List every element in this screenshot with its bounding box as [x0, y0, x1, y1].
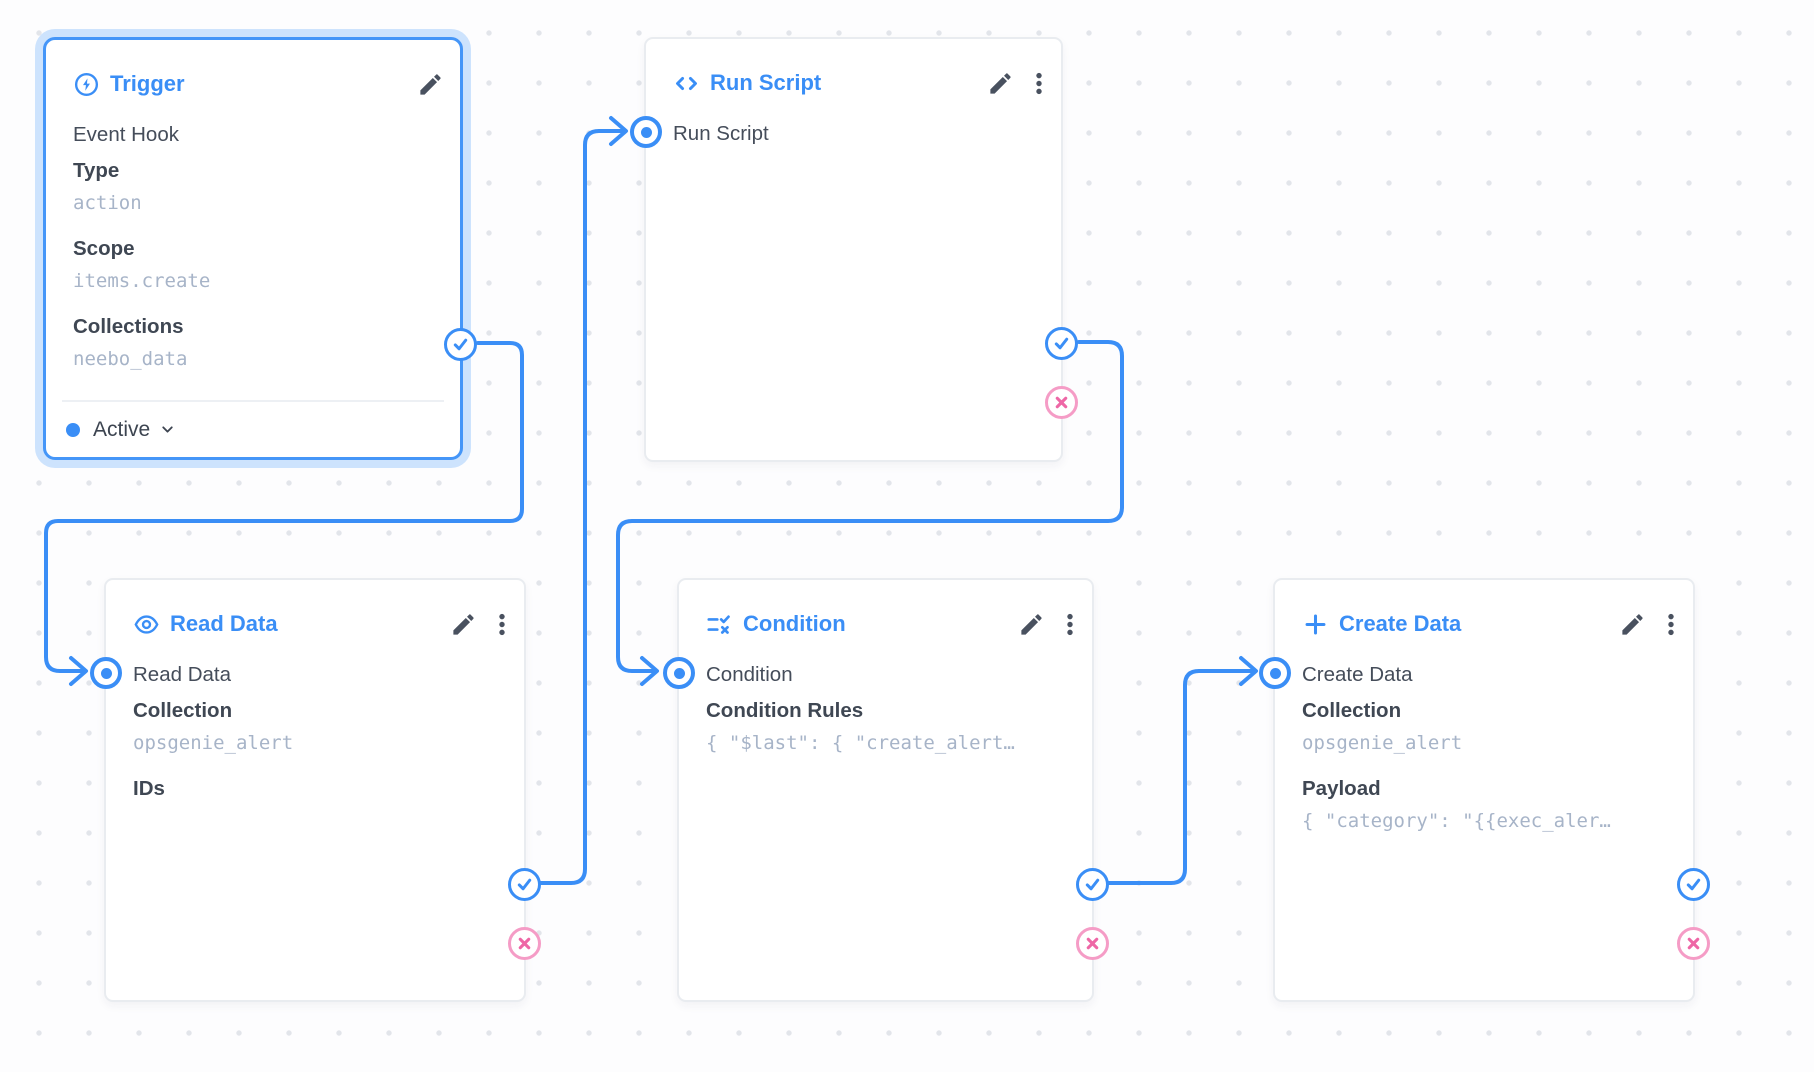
- node-create-data[interactable]: Create Data Create Data Collection opsge…: [1259, 578, 1710, 1002]
- wire-arrowhead: [69, 656, 88, 686]
- field-label: Collection: [133, 699, 233, 722]
- wire-read-data-to-run-script: [537, 129, 626, 885]
- reject-port[interactable]: [1045, 386, 1078, 419]
- reject-port[interactable]: [1677, 927, 1710, 960]
- x-icon: [518, 937, 531, 950]
- edit-icon[interactable]: [1018, 611, 1045, 638]
- field-label: IDs: [133, 777, 165, 800]
- node-run-script[interactable]: Run Script Run Script: [630, 37, 1078, 462]
- wire-arrowhead: [609, 116, 628, 146]
- resolve-port[interactable]: [444, 328, 477, 361]
- reject-port[interactable]: [1076, 927, 1109, 960]
- field-label: Collection: [1302, 699, 1402, 722]
- resolve-port[interactable]: [1045, 327, 1078, 360]
- field-label: Scope: [73, 237, 135, 260]
- kebab-menu-icon[interactable]: [496, 611, 508, 638]
- field-value: neebo_data: [73, 348, 188, 370]
- input-port[interactable]: [663, 657, 695, 689]
- trigger-type-value: Event Hook: [73, 123, 179, 146]
- wire-arrowhead: [1239, 656, 1258, 686]
- resolve-port[interactable]: [1677, 868, 1710, 901]
- input-port[interactable]: [1259, 657, 1291, 689]
- field-label: Type: [73, 159, 120, 182]
- field-label: Payload: [1302, 777, 1381, 800]
- check-icon: [517, 878, 532, 891]
- edit-icon[interactable]: [1619, 611, 1646, 638]
- input-label: Condition: [706, 663, 793, 686]
- node-header: Run Script: [673, 67, 1045, 99]
- resolve-port[interactable]: [508, 868, 541, 901]
- code-icon: [673, 70, 700, 97]
- edit-icon[interactable]: [450, 611, 477, 638]
- field-label: Collections: [73, 315, 184, 338]
- reject-port[interactable]: [508, 927, 541, 960]
- check-icon: [453, 338, 468, 351]
- node-trigger[interactable]: Trigger Event Hook Type action Scope ite…: [43, 37, 477, 460]
- wire-trigger-to-read-data: [44, 341, 524, 673]
- field-value: action: [73, 192, 142, 214]
- input-label: Create Data: [1302, 663, 1413, 686]
- x-icon: [1055, 396, 1068, 409]
- bolt-circle-icon: [73, 71, 100, 98]
- node-title: Run Script: [710, 70, 822, 95]
- x-icon: [1687, 937, 1700, 950]
- status-dot: [66, 422, 80, 437]
- flow-status-toggle[interactable]: Active: [62, 400, 444, 457]
- edit-icon[interactable]: [417, 71, 444, 98]
- check-icon: [1085, 878, 1100, 891]
- wire-run-script-to-condition: [616, 340, 1124, 673]
- wire-condition-to-create-data: [1107, 669, 1256, 885]
- input-port[interactable]: [90, 657, 122, 689]
- node-read-data[interactable]: Read Data Read Data Collection opsgenie_…: [90, 578, 541, 1002]
- kebab-menu-icon[interactable]: [1665, 611, 1677, 638]
- kebab-menu-icon[interactable]: [1033, 70, 1045, 97]
- node-title: Trigger: [110, 71, 185, 96]
- field-value: { "$last": { "create_alert…: [706, 732, 1015, 754]
- node-condition[interactable]: Condition Condition Condition Rules { "$…: [663, 578, 1109, 1002]
- node-header: Trigger: [73, 68, 444, 100]
- node-header: Condition: [706, 608, 1076, 640]
- status-label: Active: [93, 417, 151, 441]
- node-header: Create Data: [1302, 608, 1677, 640]
- check-icon: [1686, 878, 1701, 891]
- input-label: Read Data: [133, 663, 232, 686]
- chevron-down-icon: [162, 426, 173, 433]
- node-title: Condition: [743, 611, 846, 636]
- resolve-port[interactable]: [1076, 868, 1109, 901]
- field-value: opsgenie_alert: [133, 732, 294, 754]
- check-icon: [1054, 337, 1069, 350]
- field-value: items.create: [73, 270, 211, 292]
- field-label: Condition Rules: [706, 699, 864, 722]
- node-title: Create Data: [1339, 611, 1462, 636]
- node-header: Read Data: [133, 608, 508, 640]
- kebab-menu-icon[interactable]: [1064, 611, 1076, 638]
- node-title: Read Data: [170, 611, 278, 636]
- plus-icon: [1302, 611, 1329, 638]
- field-value: opsgenie_alert: [1302, 732, 1463, 754]
- wire-arrowhead: [640, 656, 659, 686]
- eye-icon: [133, 611, 160, 638]
- input-label: Run Script: [673, 122, 769, 145]
- field-value: { "category": "{{exec_aler…: [1302, 810, 1611, 832]
- edit-icon[interactable]: [987, 70, 1014, 97]
- rule-icon: [706, 611, 733, 638]
- input-port[interactable]: [630, 116, 662, 148]
- x-icon: [1086, 937, 1099, 950]
